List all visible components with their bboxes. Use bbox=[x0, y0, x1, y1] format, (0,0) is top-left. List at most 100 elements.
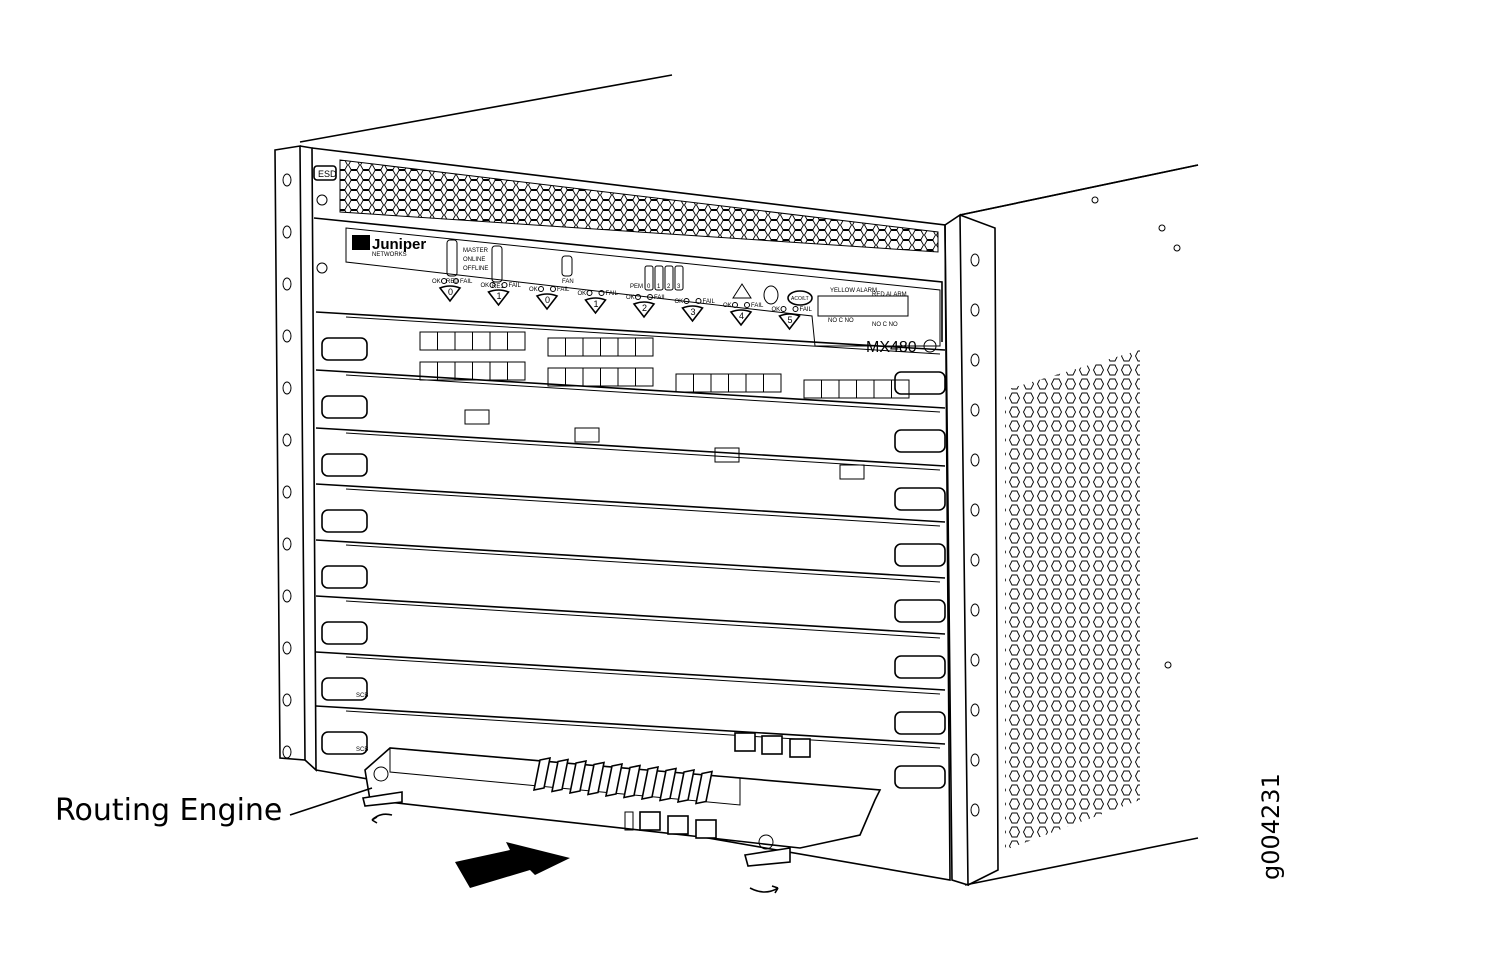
ejector-handle-right[interactable] bbox=[894, 599, 946, 623]
ejector-handle-left[interactable] bbox=[321, 395, 368, 419]
mount-hole bbox=[282, 173, 292, 187]
button-number: 1 bbox=[497, 291, 502, 301]
offline-button[interactable] bbox=[438, 285, 462, 303]
vent-fin bbox=[694, 770, 714, 805]
offline-button[interactable] bbox=[729, 309, 753, 327]
mount-hole bbox=[970, 603, 980, 617]
offline-button[interactable] bbox=[487, 289, 510, 307]
ok-label: OK bbox=[578, 291, 587, 297]
red-alarm-pins: NO C NO bbox=[872, 322, 898, 328]
offline-button[interactable] bbox=[778, 313, 801, 331]
led-icon bbox=[792, 306, 799, 312]
ethernet-port bbox=[639, 811, 661, 831]
ejector-handle-left[interactable] bbox=[321, 565, 368, 589]
ejector-handle-right[interactable] bbox=[894, 711, 946, 735]
sfp-port[interactable] bbox=[464, 409, 490, 425]
offline-button[interactable] bbox=[584, 297, 607, 315]
ejector-handle-left[interactable] bbox=[321, 509, 368, 533]
vent-fin bbox=[550, 758, 570, 793]
ejector-handle-right[interactable] bbox=[894, 371, 946, 395]
ethernet-port[interactable] bbox=[789, 738, 811, 758]
craft-interface: Juniper NETWORKS MASTER ONLINE OFFLINE R… bbox=[313, 217, 943, 356]
offline-button[interactable] bbox=[632, 301, 656, 319]
vent-fin bbox=[640, 765, 660, 801]
ejector-handle[interactable] bbox=[362, 791, 403, 807]
juniper-logo-icon bbox=[352, 235, 370, 250]
ejector-handle-left[interactable] bbox=[321, 677, 368, 701]
aco-label: ACO/LT bbox=[791, 296, 809, 302]
mount-hole bbox=[282, 745, 292, 759]
fail-label: FAIL bbox=[509, 283, 522, 289]
ejector-handle-right[interactable] bbox=[894, 765, 946, 789]
yellow-alarm-label: YELLOW ALARM bbox=[830, 288, 877, 294]
mount-hole bbox=[282, 537, 292, 551]
red-alarm-label: RED ALARM bbox=[872, 292, 907, 298]
mount-hole bbox=[282, 433, 292, 447]
mount-hole bbox=[282, 641, 292, 655]
sfp-port[interactable] bbox=[714, 447, 740, 463]
led-icon bbox=[441, 278, 447, 284]
led-icon bbox=[695, 298, 702, 304]
ejector-handle-left[interactable] bbox=[321, 731, 368, 755]
led-icon bbox=[586, 290, 593, 296]
button-number: 1 bbox=[594, 299, 599, 309]
led-icon bbox=[635, 294, 641, 300]
esd-label: ESD bbox=[318, 169, 337, 179]
button-number: 4 bbox=[739, 311, 744, 321]
fail-label: FAIL bbox=[460, 279, 473, 285]
slot-divider bbox=[315, 595, 946, 635]
ejector-handle-left[interactable] bbox=[321, 337, 368, 361]
rotate-arrow-icon bbox=[749, 885, 779, 894]
offline-button[interactable] bbox=[681, 305, 704, 323]
alarm-terminal-block bbox=[817, 295, 909, 317]
ethernet-port bbox=[695, 819, 717, 839]
ethernet-port[interactable] bbox=[761, 735, 783, 755]
status-offline: OFFLINE bbox=[463, 266, 488, 272]
mount-hole bbox=[282, 589, 292, 603]
scb-label: SCB bbox=[356, 747, 368, 753]
led-icon bbox=[501, 282, 508, 288]
top-vent: ESD bbox=[313, 159, 939, 253]
mount-hole bbox=[282, 329, 292, 343]
figure-id: g004231 bbox=[1257, 773, 1285, 880]
ejector-handle-left[interactable] bbox=[321, 621, 368, 645]
ejector-handle[interactable] bbox=[743, 847, 791, 867]
routing-engine[interactable] bbox=[362, 747, 882, 894]
ok-label: OK bbox=[723, 303, 732, 309]
screw-icon bbox=[923, 339, 937, 353]
mount-hole bbox=[970, 753, 980, 767]
ejector-handle-right[interactable] bbox=[894, 543, 946, 567]
ethernet-port[interactable] bbox=[734, 732, 756, 752]
fail-label: FAIL bbox=[654, 295, 667, 301]
led-icon bbox=[780, 306, 787, 312]
ejector-handle-right[interactable] bbox=[894, 487, 946, 511]
vent-fin bbox=[604, 762, 624, 798]
vent-fin bbox=[586, 761, 606, 796]
pem-number: 1 bbox=[657, 284, 661, 290]
ejector-handle-right[interactable] bbox=[894, 655, 946, 679]
ejector-handle-right[interactable] bbox=[894, 429, 946, 453]
mount-hole bbox=[970, 803, 980, 817]
captive-screw-icon bbox=[373, 766, 389, 782]
offline-button[interactable] bbox=[535, 293, 559, 311]
vent-fin bbox=[568, 759, 588, 795]
mount-hole bbox=[282, 693, 292, 707]
fail-label: FAIL bbox=[606, 291, 619, 297]
brand-logo: Juniper bbox=[372, 236, 426, 253]
pem-number: 0 bbox=[647, 284, 651, 290]
sfp-port[interactable] bbox=[839, 464, 865, 480]
ok-label: OK bbox=[481, 283, 490, 289]
sfp-port[interactable] bbox=[574, 427, 600, 443]
aco-lamp-test-button[interactable] bbox=[787, 290, 813, 306]
led-icon bbox=[453, 278, 459, 284]
mount-hole bbox=[970, 353, 980, 367]
fail-label: FAIL bbox=[800, 307, 813, 313]
ejector-handle-left[interactable] bbox=[321, 453, 368, 477]
pem-number: 3 bbox=[677, 284, 681, 290]
alarm-circle-icon bbox=[763, 285, 779, 305]
vent-fin bbox=[676, 768, 696, 804]
mount-hole bbox=[970, 703, 980, 717]
button-number: 2 bbox=[642, 303, 647, 313]
